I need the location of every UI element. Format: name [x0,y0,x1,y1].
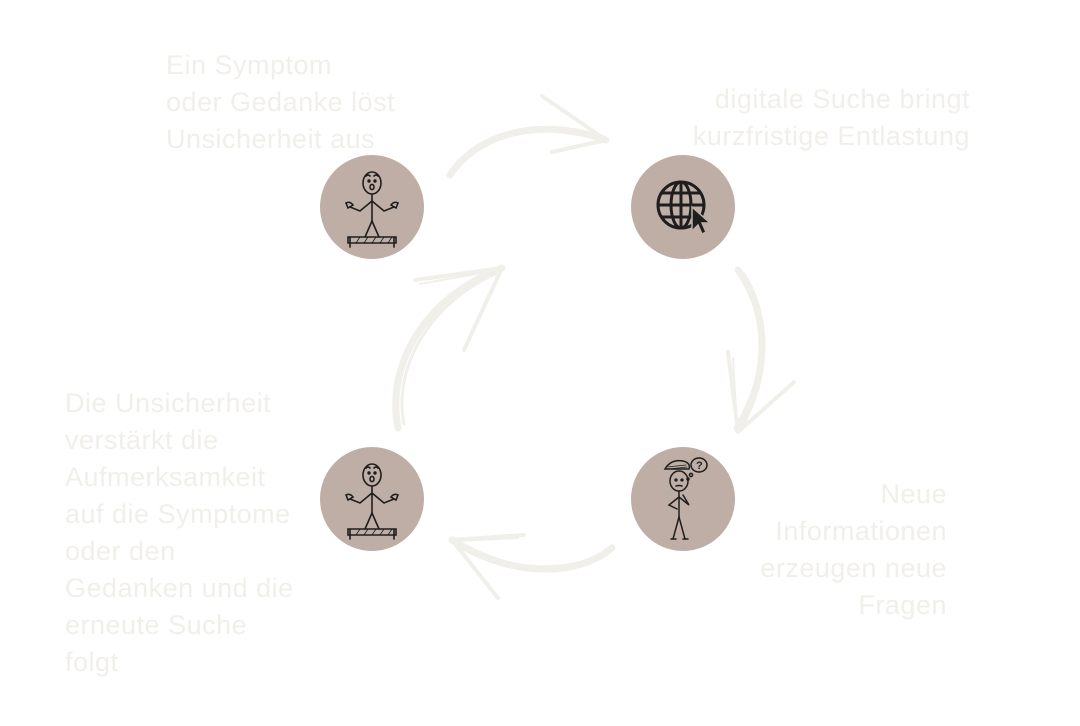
step-1-node [320,155,424,259]
step-1-label: Ein Symptom oder Gedanke löst Unsicherhe… [166,47,395,158]
label-line: Die Unsicherheit [65,388,272,418]
step-3-node: ? [631,447,735,551]
label-line: digitale Suche bringt [714,84,970,114]
step-4-label: Die Unsicherheit verstärkt die Aufmerksa… [65,385,294,681]
label-line: Informationen [775,516,947,546]
label-line: Ein Symptom [166,50,333,80]
label-line: Fragen [858,590,947,620]
label-line: auf die Symptome [65,499,291,529]
label-line: verstärkt die [65,425,219,455]
step-2-node [631,155,735,259]
stick-figure-shrug-icon [344,171,400,248]
label-line: Unsicherheit aus [166,124,376,154]
arrow-top [446,94,610,179]
label-line: erzeugen neue [760,553,947,583]
svg-text:?: ? [696,460,703,472]
label-line: Aufmerksamkeit [65,462,266,492]
label-line: folgt [65,647,119,677]
arrow-left [392,264,506,432]
label-line: oder Gedanke löst [166,87,396,117]
thinking-figure-question-icon: ? [663,457,708,540]
globe-cursor-icon [656,180,712,236]
step-2-label: digitale Suche bringt kurzfristige Entla… [693,81,970,155]
label-line: oder den [65,536,176,566]
label-line: Neue [880,479,947,509]
label-line: erneute Suche [65,610,248,640]
step-4-node [320,447,424,551]
arrow-right [726,266,796,434]
stick-figure-shrug-icon [344,463,400,540]
arrow-bottom [448,533,616,600]
step-3-label: Neue Informationen erzeugen neue Fragen [760,476,947,624]
label-line: kurzfristige Entlastung [692,121,970,151]
label-line: Gedanken und die [65,573,294,603]
